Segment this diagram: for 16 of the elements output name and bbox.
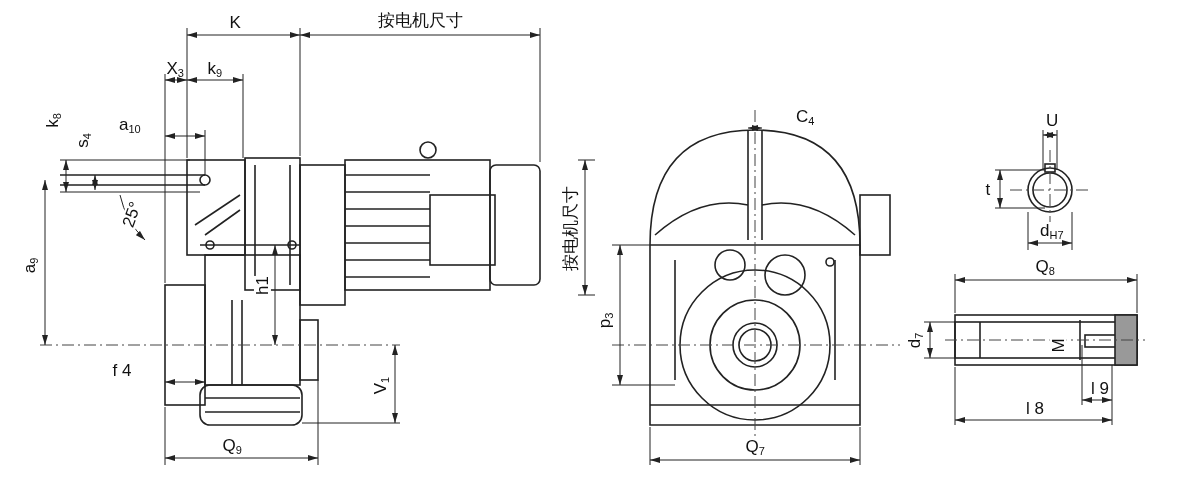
- dimension-label: 按电机尺寸: [561, 185, 579, 271]
- dimension-label: Q$_{9}$: [222, 436, 242, 454]
- dimension-label: d$_{H7}$: [1040, 221, 1064, 239]
- dimension-label: Q$_{7}$: [745, 437, 765, 455]
- dimension-label: k$_{9}$: [207, 59, 223, 77]
- dimension-label: f 4: [112, 361, 132, 379]
- dimension-label: h1: [253, 275, 271, 295]
- dimension-label: C$_{4}$: [796, 107, 815, 125]
- dimension-label: K: [229, 13, 241, 31]
- dimension-label: Q$_{8}$: [1035, 257, 1055, 275]
- dimension-label: U: [1046, 111, 1059, 129]
- dimension-label: M: [1049, 337, 1067, 353]
- dimension-label: l 8: [1026, 399, 1044, 417]
- dimension-label: 按电机尺寸: [377, 11, 463, 29]
- dimension-label: l 9: [1091, 379, 1109, 397]
- dimension-label: X$_{3}$: [166, 59, 184, 77]
